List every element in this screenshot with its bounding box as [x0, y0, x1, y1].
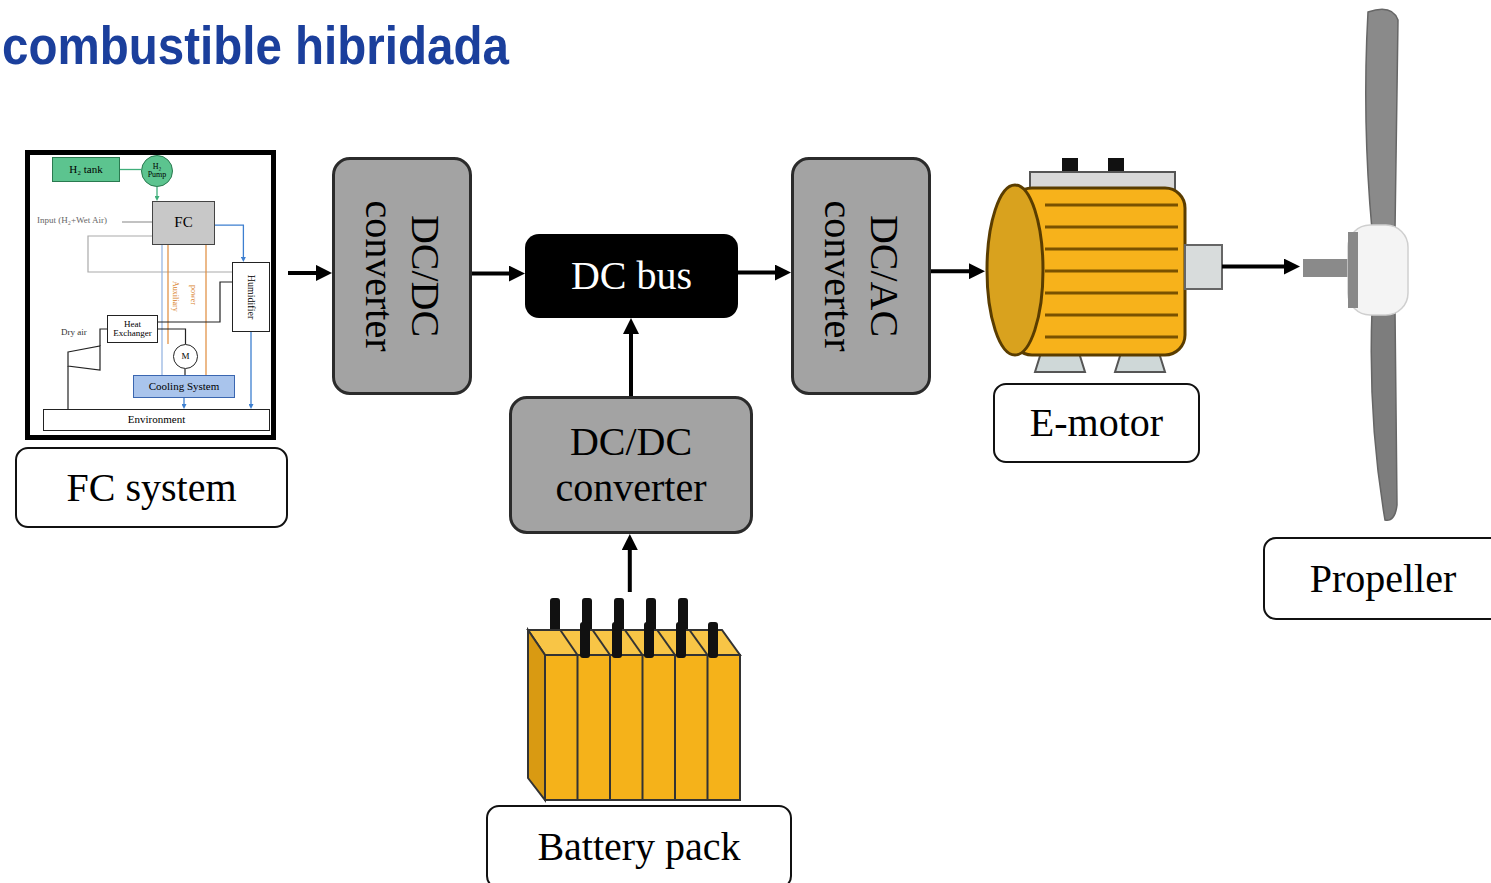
- battery-terminals: [580, 622, 718, 658]
- auxiliary-power-line: [205, 245, 206, 375]
- converter-box: DC/DC converter: [332, 157, 472, 395]
- coolant-line: [161, 245, 162, 375]
- terminal: [550, 598, 560, 632]
- heat-exchanger-box: Heat Exchanger: [107, 315, 158, 343]
- fin: [1045, 292, 1178, 295]
- compressor-symbol: [68, 346, 100, 370]
- tank-box: H₂ tank: [52, 157, 120, 182]
- terminal: [644, 622, 654, 658]
- node-label: Humidifier: [246, 268, 257, 326]
- cell-divider: [707, 655, 709, 800]
- cell-divider: [609, 655, 611, 800]
- connector: [288, 271, 324, 275]
- cooling-box: Cooling System: [133, 375, 235, 398]
- air-line: [156, 282, 232, 322]
- cell-divider: [625, 630, 643, 655]
- connector: [120, 169, 141, 170]
- motor-shaft: [1185, 245, 1222, 289]
- terminal: [580, 622, 590, 658]
- node-label: Propeller: [1310, 556, 1457, 602]
- annotation: Dry air: [60, 328, 88, 337]
- connector: [472, 272, 517, 276]
- node-label: DC/DC converter: [356, 163, 448, 389]
- node-label: FC: [174, 215, 192, 231]
- motor-end-cap: [987, 185, 1043, 355]
- node-label: Cooling System: [149, 381, 220, 393]
- annotation: Input (H₂+Wet Air): [36, 216, 108, 225]
- fin: [1045, 336, 1178, 339]
- node-label: Environment: [128, 414, 185, 426]
- fin: [1045, 270, 1178, 273]
- fc-system: FC system H₂ tank H₂ PumpFC HumidifierHeat …: [15, 148, 288, 530]
- annotation: power: [189, 284, 197, 306]
- fin: [1045, 204, 1178, 207]
- battery-illustration: [528, 598, 740, 800]
- bus-box: DC bus: [525, 234, 738, 318]
- cell-divider: [560, 630, 577, 655]
- pump-circle: H₂ Pump: [141, 155, 173, 187]
- cooling-fins: [1045, 205, 1178, 337]
- input-line: [122, 221, 152, 222]
- node-label: FC system: [66, 465, 236, 511]
- motor-circle: M: [173, 344, 198, 369]
- node-label: E-motor: [1030, 400, 1163, 446]
- e-motor-illustration: [987, 158, 1222, 372]
- connector: [738, 271, 783, 275]
- cell-divider: [657, 630, 675, 655]
- hub-shadow: [1348, 232, 1358, 308]
- node-label: DC/AC converter: [815, 163, 907, 389]
- node-label: H₂ tank: [69, 164, 102, 176]
- name-tag: FC system: [15, 447, 288, 528]
- connector: [629, 326, 633, 396]
- name-tag: Propeller: [1263, 537, 1491, 620]
- fc-system-schematic: [68, 222, 232, 409]
- converter-box: DC/AC converter: [791, 157, 931, 395]
- propeller-shaft: [1303, 259, 1350, 277]
- battery-side: [528, 630, 545, 800]
- connector: [931, 269, 977, 273]
- connector: [158, 329, 186, 344]
- environment-box: Environment: [43, 409, 270, 431]
- name-tag: E-motor: [993, 383, 1200, 463]
- node-label: Battery pack: [537, 824, 740, 870]
- battery-pack: Battery pack: [486, 592, 792, 883]
- fin: [1045, 314, 1178, 317]
- cell-divider: [642, 655, 644, 800]
- node-label: H₂ Pump: [143, 163, 171, 180]
- connector: [183, 398, 184, 407]
- node-label: DC bus: [571, 253, 692, 299]
- battery-front: [545, 655, 740, 800]
- cell-divider: [577, 655, 579, 800]
- propeller-hub: [1348, 225, 1408, 315]
- connector: [250, 332, 251, 407]
- terminal: [612, 622, 622, 658]
- propeller-blade: [1366, 9, 1398, 230]
- node-label: DC/DC converter: [512, 419, 750, 511]
- propeller-illustration: [1303, 9, 1408, 520]
- converter-box: DC/DC converter: [509, 396, 753, 534]
- propeller: Propeller: [1300, 5, 1491, 620]
- cell-divider: [593, 630, 610, 655]
- name-tag: Battery pack: [486, 805, 792, 883]
- air-line: [67, 366, 68, 409]
- fin: [1045, 248, 1178, 251]
- node-label: Heat Exchanger: [109, 320, 156, 339]
- terminal: [708, 622, 718, 658]
- e-motor: E-motor: [985, 155, 1222, 465]
- node-label: M: [181, 352, 189, 361]
- connector: [628, 542, 632, 592]
- propeller-blade: [1371, 310, 1397, 520]
- cell-divider: [674, 655, 676, 800]
- connector: [1222, 265, 1292, 269]
- page-title: combustible hibridada: [2, 14, 509, 76]
- humidifier-box: Humidifier: [232, 262, 270, 332]
- connector: [215, 225, 243, 259]
- cell-divider: [690, 630, 708, 655]
- terminal: [676, 622, 686, 658]
- fuel-cell-box: FC: [152, 201, 215, 245]
- connector: [156, 187, 157, 199]
- fin: [1045, 226, 1178, 229]
- annotation: Auxiliary: [171, 280, 179, 313]
